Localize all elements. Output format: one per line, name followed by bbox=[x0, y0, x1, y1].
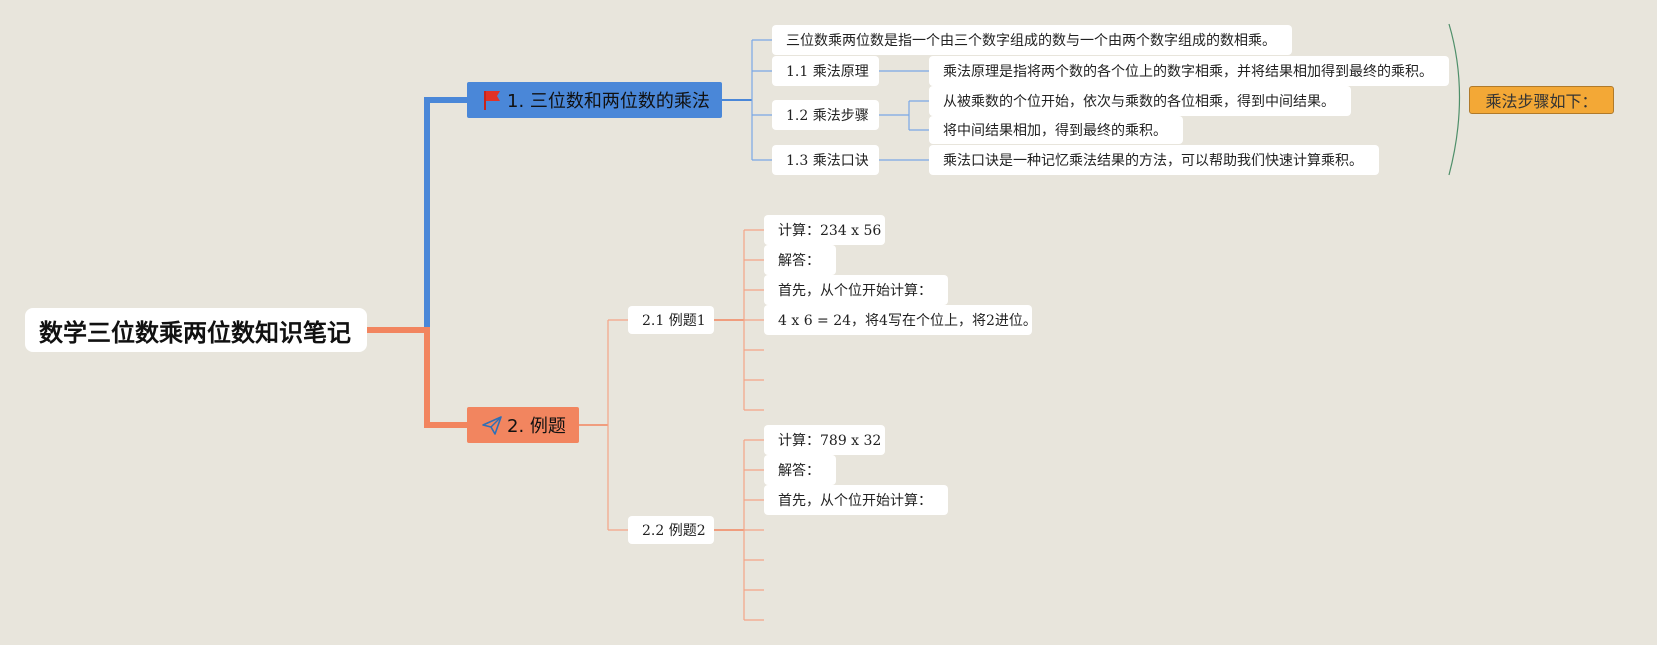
example-1-step-text: 解答： bbox=[778, 253, 820, 269]
rhyme-node[interactable]: 1.3 乘法口诀 bbox=[772, 145, 879, 175]
root-title: 数学三位数乘两位数知识笔记 bbox=[39, 318, 351, 347]
steps-detail-1[interactable]: 从被乘数的个位开始，依次与乘数的各位相乘，得到中间结果。 bbox=[929, 86, 1351, 116]
example-2-step-text: 解答： bbox=[778, 463, 820, 479]
steps-node[interactable]: 1.2 乘法步骤 bbox=[772, 100, 879, 130]
example-2-step[interactable]: 首先，从个位开始计算： bbox=[764, 485, 948, 515]
example-1-node[interactable]: 2.1 例题1 bbox=[628, 306, 714, 334]
example-2-step-text: 首先，从个位开始计算： bbox=[778, 493, 932, 509]
example-2-step[interactable]: 计算：789 x 32 bbox=[764, 425, 885, 455]
branch-examples-title: 2. 例题 bbox=[507, 416, 566, 437]
example-2-step-text: 计算：789 x 32 bbox=[778, 433, 882, 449]
principle-detail[interactable]: 乘法原理是指将两个数的各个位上的数字相乘，并将结果相加得到最终的乘积。 bbox=[929, 56, 1449, 86]
example-1-step-text: 4 x 6 = 24，将4写在个位上，将2进位。 bbox=[778, 313, 1037, 329]
principle-detail-text: 乘法原理是指将两个数的各个位上的数字相乘，并将结果相加得到最终的乘积。 bbox=[943, 64, 1433, 80]
rhyme-label: 1.3 乘法口诀 bbox=[786, 153, 869, 169]
principle-node[interactable]: 1.1 乘法原理 bbox=[772, 56, 879, 86]
summary-node[interactable]: 乘法步骤如下： bbox=[1469, 86, 1614, 114]
branch-examples[interactable]: 2. 例题 bbox=[467, 407, 579, 443]
steps-detail-2[interactable]: 将中间结果相加，得到最终的乘积。 bbox=[929, 116, 1183, 144]
example-1-step[interactable]: 计算：234 x 56 bbox=[764, 215, 885, 245]
example-1-label: 2.1 例题1 bbox=[642, 313, 706, 329]
intro-node[interactable]: 三位数乘两位数是指一个由三个数字组成的数与一个由两个数字组成的数相乘。 bbox=[772, 25, 1292, 55]
intro-text: 三位数乘两位数是指一个由三个数字组成的数与一个由两个数字组成的数相乘。 bbox=[786, 33, 1276, 49]
principle-label: 1.1 乘法原理 bbox=[786, 64, 869, 80]
example-1-step[interactable]: 4 x 6 = 24，将4写在个位上，将2进位。 bbox=[764, 305, 1037, 335]
steps-detail-2-text: 将中间结果相加，得到最终的乘积。 bbox=[943, 123, 1167, 139]
rhyme-detail-text: 乘法口诀是一种记忆乘法结果的方法，可以帮助我们快速计算乘积。 bbox=[943, 153, 1363, 169]
steps-label: 1.2 乘法步骤 bbox=[786, 108, 869, 124]
branch-multiplication[interactable]: 1. 三位数和两位数的乘法 bbox=[467, 82, 722, 118]
steps-detail-1-text: 从被乘数的个位开始，依次与乘数的各位相乘，得到中间结果。 bbox=[943, 94, 1335, 110]
example-2-node[interactable]: 2.2 例题2 bbox=[628, 516, 714, 544]
paper-plane-icon bbox=[481, 414, 503, 436]
example-1-step-text: 首先，从个位开始计算： bbox=[778, 283, 932, 299]
example-1-step[interactable]: 首先，从个位开始计算： bbox=[764, 275, 948, 305]
red-flag-icon bbox=[481, 89, 503, 111]
summary-text: 乘法步骤如下： bbox=[1485, 92, 1598, 111]
root-topic[interactable]: 数学三位数乘两位数知识笔记 bbox=[25, 308, 367, 352]
example-2-step[interactable]: 解答： bbox=[764, 455, 836, 485]
branch-multiplication-title: 1. 三位数和两位数的乘法 bbox=[507, 91, 710, 112]
example-1-step-text: 计算：234 x 56 bbox=[778, 223, 882, 239]
rhyme-detail[interactable]: 乘法口诀是一种记忆乘法结果的方法，可以帮助我们快速计算乘积。 bbox=[929, 145, 1379, 175]
example-1-step[interactable]: 解答： bbox=[764, 245, 836, 275]
example-2-label: 2.2 例题2 bbox=[642, 523, 706, 539]
